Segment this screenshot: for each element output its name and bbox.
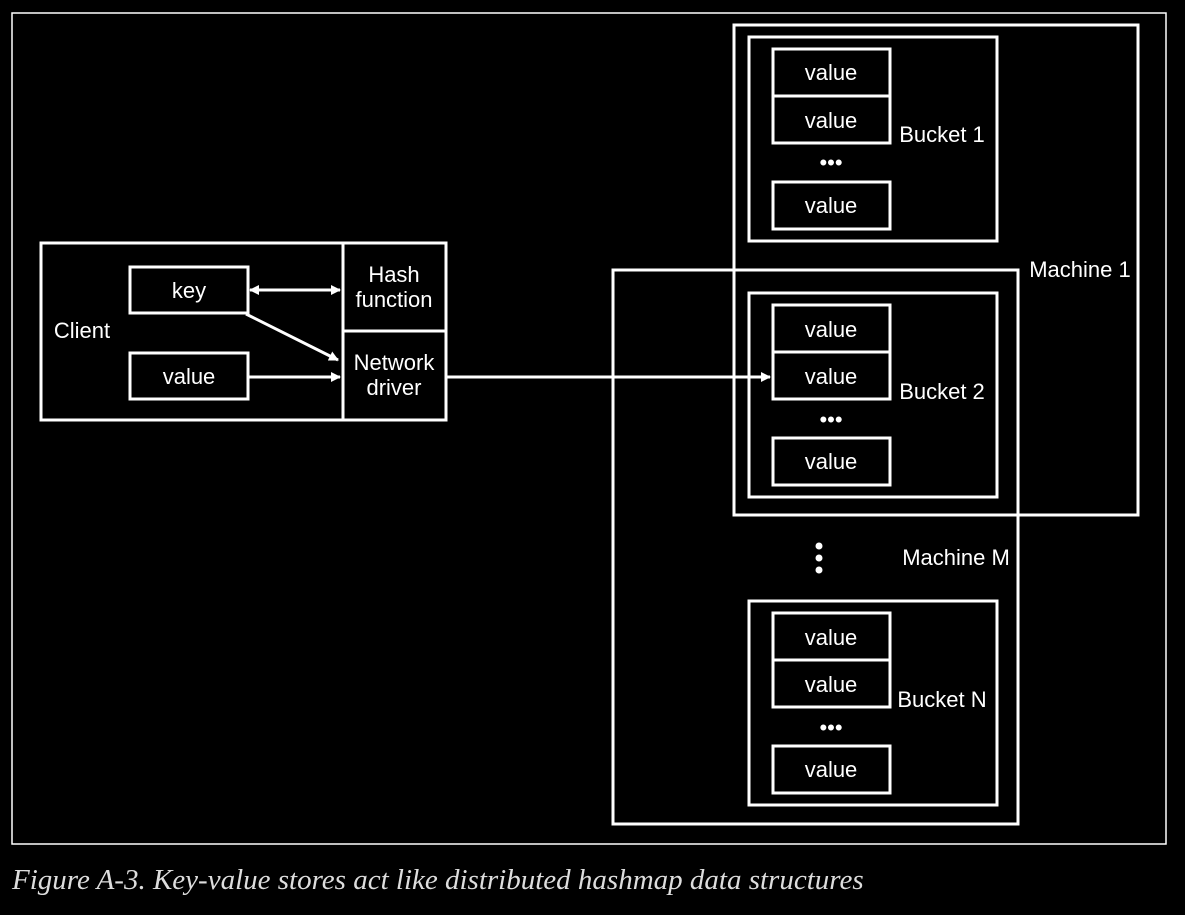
bucket-n-ellipsis: ••• bbox=[819, 715, 842, 740]
machine-1-label: Machine 1 bbox=[1029, 257, 1131, 282]
bucket-2-label: Bucket 2 bbox=[899, 379, 985, 404]
bucket-2-box bbox=[747, 291, 999, 499]
bucket-1-ellipsis: ••• bbox=[819, 150, 842, 175]
bucket-2-ellipsis: ••• bbox=[819, 407, 842, 432]
bucket-n-box bbox=[747, 599, 999, 807]
bucket-n-value-2-label: value bbox=[805, 672, 858, 697]
hash-function-line1: Hash bbox=[368, 262, 419, 287]
vertical-ellipsis bbox=[815, 542, 823, 574]
machine-m-label: Machine M bbox=[902, 545, 1010, 570]
client-group: Client key value Hash function Network d… bbox=[39, 241, 448, 422]
bucket-n-value-3-label: value bbox=[805, 757, 858, 782]
figure-caption: Figure A-3. Key-value stores act like di… bbox=[12, 864, 864, 896]
bucket-1-value-3-label: value bbox=[805, 193, 858, 218]
bucket-2-value-3 bbox=[771, 436, 892, 487]
bucket-n-label: Bucket N bbox=[897, 687, 986, 712]
figure-frame bbox=[11, 12, 1167, 845]
bucket-2: value value ••• value Bucket 2 bbox=[747, 291, 999, 499]
bucket-n: value value ••• value Bucket N bbox=[747, 599, 999, 807]
bucket-2-value-2-label: value bbox=[805, 364, 858, 389]
bucket-n-value-3 bbox=[771, 744, 892, 795]
bucket-2-value-2 bbox=[771, 350, 892, 401]
bucket-2-value-3-label: value bbox=[805, 449, 858, 474]
bucket-1-value-2 bbox=[771, 94, 892, 145]
key-box bbox=[128, 265, 250, 315]
network-driver-line2: driver bbox=[366, 375, 421, 400]
bucket-n-value-1-label: value bbox=[805, 625, 858, 650]
bucket-1-value-2-label: value bbox=[805, 108, 858, 133]
bucket-1: value value ••• value Bucket 1 bbox=[747, 35, 999, 243]
hash-function-line2: function bbox=[355, 287, 432, 312]
bucket-1-box bbox=[747, 35, 999, 243]
machine-m-box bbox=[611, 268, 1020, 826]
bucket-1-label: Bucket 1 bbox=[899, 122, 985, 147]
network-driver-line1: Network bbox=[354, 350, 436, 375]
bucket-n-value-2 bbox=[771, 658, 892, 709]
key-driver-arrow bbox=[245, 312, 339, 362]
key-label: key bbox=[172, 278, 206, 303]
client-value-label: value bbox=[163, 364, 216, 389]
bucket-1-value-1-label: value bbox=[805, 60, 858, 85]
bucket-2-value-1-label: value bbox=[805, 317, 858, 342]
client-label: Client bbox=[54, 318, 110, 343]
bucket-1-value-3 bbox=[771, 180, 892, 231]
